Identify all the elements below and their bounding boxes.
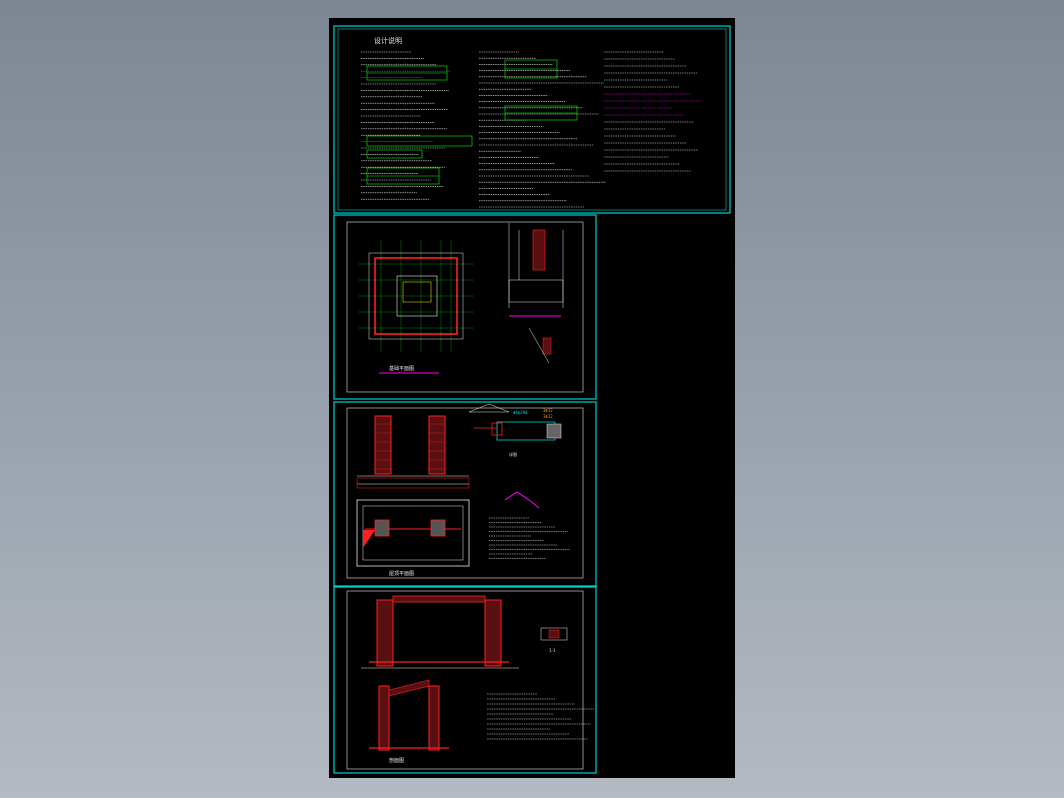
panel-design-notes: 设计说明	[333, 25, 731, 214]
detail-caption: 详图	[509, 451, 517, 457]
drawing-sheet: 设计说明 基础平面图	[329, 18, 735, 778]
section-mark: 1-1	[549, 648, 556, 653]
notes-title: 设计说明	[374, 36, 402, 45]
svg-text:3Φ12: 3Φ12	[543, 414, 553, 419]
cad-drawing: 设计说明 基础平面图	[333, 25, 731, 774]
svg-text:3Φ12: 3Φ12	[543, 408, 553, 413]
svg-text:Φ8@200: Φ8@200	[513, 410, 528, 415]
panel-roof-details: 屋顶平面图 Φ8@200 3Φ12 3Φ12 详图	[333, 401, 597, 587]
panel-sections: 剖面图 1-1	[333, 586, 597, 774]
roof-plan-caption: 屋顶平面图	[389, 571, 414, 577]
notes-tables	[366, 59, 578, 185]
foundation-plan-caption: 基础平面图	[389, 365, 414, 372]
panel-foundation-plan: 基础平面图	[333, 214, 597, 400]
section-caption: 剖面图	[389, 757, 404, 764]
